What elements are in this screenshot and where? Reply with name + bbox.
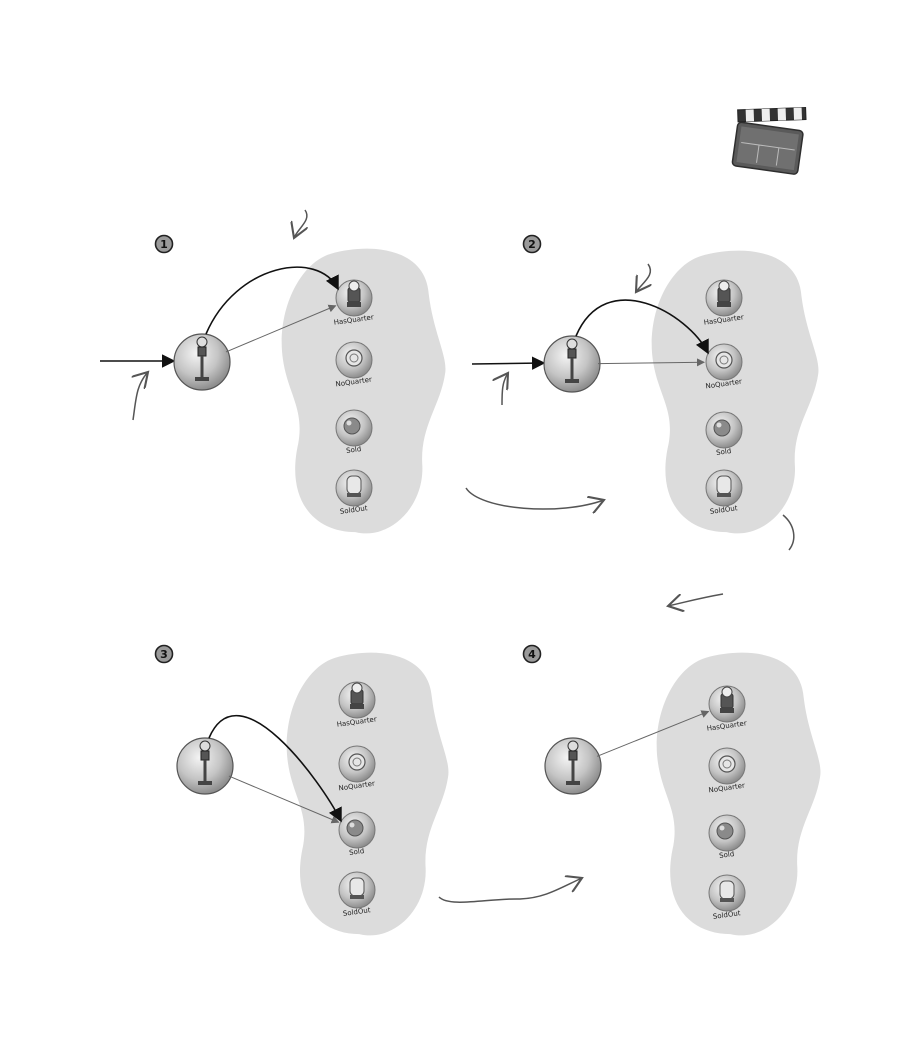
step-badge: 2 bbox=[522, 234, 542, 254]
hand-arrow-p2-top bbox=[636, 263, 650, 292]
svg-text:3: 3 bbox=[160, 648, 168, 661]
hand-arrow-2-bracket bbox=[782, 514, 795, 551]
transition-arrow bbox=[208, 714, 342, 823]
svg-text:2: 2 bbox=[528, 238, 536, 251]
quarter-icon bbox=[718, 755, 736, 773]
svg-text:SoldOut: SoldOut bbox=[709, 504, 738, 516]
gumball-icon bbox=[346, 819, 364, 837]
svg-text:Sold: Sold bbox=[716, 447, 732, 457]
gumball-machine-icon bbox=[198, 740, 212, 785]
gumball-machine-icon bbox=[717, 280, 731, 307]
gumball-machine-icon bbox=[565, 338, 579, 383]
state-reference-arrow bbox=[596, 710, 710, 757]
gumball-machine-context bbox=[543, 335, 601, 393]
hand-arrow-3-to-4 bbox=[438, 878, 582, 903]
state-cloud bbox=[651, 250, 819, 534]
gumball-icon bbox=[713, 419, 731, 437]
svg-text:Sold: Sold bbox=[346, 445, 362, 455]
state-node: Sold bbox=[338, 811, 376, 857]
state-node: NoQuarter bbox=[708, 747, 746, 795]
state-node: SoldOut bbox=[338, 871, 376, 918]
hand-arrow-p1-top bbox=[294, 209, 307, 238]
step-badge: 3 bbox=[154, 644, 174, 664]
state-node: NoQuarter bbox=[335, 341, 373, 389]
state-node: SoldOut bbox=[708, 874, 746, 921]
quarter-icon bbox=[348, 753, 366, 771]
state-node: Sold bbox=[708, 814, 746, 860]
svg-text:Sold: Sold bbox=[349, 847, 365, 857]
state-cloud bbox=[281, 248, 446, 534]
empty-machine-icon bbox=[719, 880, 735, 902]
step-badge: 4 bbox=[522, 644, 542, 664]
transition-arrow bbox=[575, 299, 709, 355]
hand-arrow-p2-left bbox=[502, 373, 508, 406]
empty-machine-icon bbox=[346, 475, 362, 497]
gumball-machine-icon bbox=[195, 336, 209, 381]
quarter-icon bbox=[715, 351, 733, 369]
quarter-icon bbox=[345, 349, 363, 367]
state-node: HasQuarter bbox=[706, 685, 747, 733]
state-node: HasQuarter bbox=[336, 681, 377, 729]
state-reference-arrow bbox=[228, 775, 340, 824]
state-node: SoldOut bbox=[705, 469, 743, 516]
hand-arrows bbox=[133, 209, 795, 903]
hand-arrow-1-to-2 bbox=[465, 487, 604, 509]
state-node: HasQuarter bbox=[703, 279, 744, 327]
step-badge: 1 bbox=[154, 234, 174, 254]
state-cloud bbox=[286, 652, 449, 936]
clapperboard-icon bbox=[731, 106, 807, 175]
svg-text:1: 1 bbox=[160, 238, 168, 251]
gumball-machine-icon bbox=[566, 740, 580, 785]
state-reference-arrow bbox=[225, 304, 337, 353]
gumball-machine-context bbox=[544, 737, 602, 795]
hand-arrow-2-to-3 bbox=[668, 593, 724, 606]
gumball-icon bbox=[716, 822, 734, 840]
gumball-machine-context bbox=[176, 737, 234, 795]
state-node: SoldOut bbox=[335, 469, 373, 516]
state-cloud bbox=[656, 652, 821, 936]
transition-arrow bbox=[205, 266, 339, 335]
state-node: Sold bbox=[705, 411, 743, 457]
gumball-machine-icon bbox=[347, 280, 361, 307]
state-node: NoQuarter bbox=[338, 745, 376, 793]
svg-text:SoldOut: SoldOut bbox=[339, 504, 368, 516]
svg-text:Sold: Sold bbox=[719, 850, 735, 860]
empty-machine-icon bbox=[716, 475, 732, 497]
svg-text:4: 4 bbox=[528, 648, 536, 661]
gumball-machine-icon bbox=[720, 686, 734, 713]
empty-machine-icon bbox=[349, 877, 365, 899]
hand-arrow-p1-left bbox=[133, 372, 148, 421]
incoming-arrow bbox=[471, 356, 546, 370]
gumball-machine-context bbox=[173, 333, 231, 391]
gumball-icon bbox=[343, 417, 361, 435]
state-node: NoQuarter bbox=[705, 343, 743, 391]
state-node: HasQuarter bbox=[333, 279, 374, 327]
svg-text:SoldOut: SoldOut bbox=[342, 906, 371, 918]
svg-text:SoldOut: SoldOut bbox=[712, 909, 741, 921]
gumball-machine-icon bbox=[350, 682, 364, 709]
state-reference-arrow bbox=[597, 358, 706, 367]
state-node: Sold bbox=[335, 409, 373, 455]
